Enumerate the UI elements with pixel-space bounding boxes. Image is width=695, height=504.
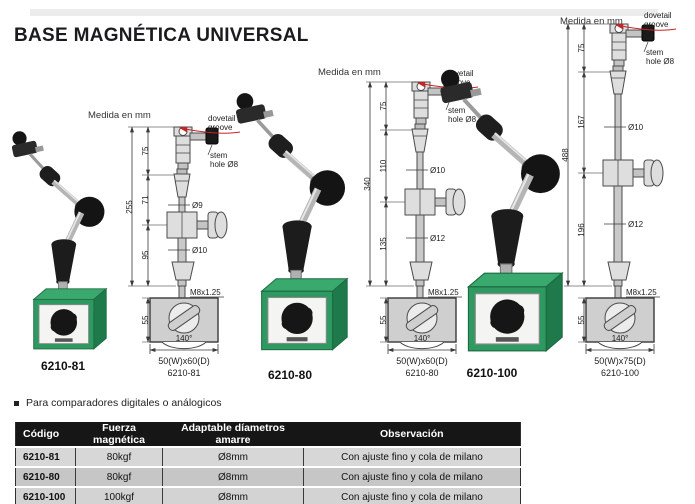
total-height-dim: 488 [561, 148, 570, 162]
header-adaptable: Adaptable díametros amarre [162, 422, 304, 447]
swivel-angle-label: 140° [176, 334, 193, 343]
total-height-dim: 340 [363, 177, 372, 191]
table-header-row: Código Fuerza magnética Adaptable díamet… [15, 422, 521, 447]
cell-fuerza: 80kgf [75, 466, 163, 487]
segment-dim-1: 75 [577, 43, 586, 52]
segment-dim-3: 95 [141, 250, 150, 259]
segment-dim-1: 75 [141, 146, 150, 155]
drawing-code-label: 6210-80 [405, 368, 438, 378]
application-note: Para comparadores digitales o análogicos [14, 397, 222, 409]
cell-observacion: Con ajuste fino y cola de milano [303, 446, 521, 467]
dimension-lines [367, 81, 457, 354]
segment-dim-2: 71 [141, 195, 150, 204]
units-label-2: Medida en mm [318, 67, 381, 78]
lower-rod-diameter: Ø10 [192, 246, 208, 255]
segment-dim-1: 75 [379, 101, 388, 110]
segment-dim-3: 135 [379, 237, 388, 251]
base-size-label: 50(W)x60(D) [158, 356, 210, 366]
bullet-square-icon [14, 400, 19, 406]
cell-codigo: 6210-80 [15, 466, 76, 487]
thread-label: M8x1.25 [428, 288, 459, 297]
header-observacion: Observación [303, 422, 521, 447]
product-code-label: 6210-100 [466, 366, 518, 380]
base-height-dim: 55 [577, 315, 586, 324]
product-photo-6210-80 [222, 70, 368, 358]
cell-codigo: 6210-81 [15, 446, 76, 467]
table-row: 6210-80 80kgf Ø8mm Con ajuste fino y col… [15, 466, 521, 487]
note-text: Para comparadores digitales o análogicos [26, 397, 222, 409]
base-height-dim: 55 [379, 315, 388, 324]
product-code-label: 6210-81 [40, 359, 86, 373]
drawing-code-label: 6210-100 [601, 368, 639, 378]
swivel-angle-label: 140° [414, 334, 431, 343]
upper-rod-diameter: Ø10 [430, 166, 446, 175]
units-label-3: Medida en mm [560, 16, 623, 27]
cell-codigo: 6210-100 [15, 486, 76, 504]
upper-rod-diameter: Ø10 [628, 123, 644, 132]
cell-adaptable: Ø8mm [162, 446, 304, 467]
lower-rod-diameter: Ø12 [628, 220, 644, 229]
base-height-dim: 55 [141, 315, 150, 324]
product-code-label: 6210-80 [267, 368, 313, 382]
table-row: 6210-100 100kgf Ø8mm Con ajuste fino y c… [15, 486, 521, 504]
product-photo-6210-81 [0, 126, 124, 356]
lower-rod-diameter: Ø12 [430, 234, 446, 243]
page-scan-band [30, 9, 658, 16]
cell-fuerza: 100kgf [75, 486, 163, 504]
spec-table-wrap: Código Fuerza magnética Adaptable díamet… [15, 422, 521, 504]
drawing-code-label: 6210-81 [167, 368, 200, 378]
dovetail-arrow [615, 23, 677, 31]
spec-table: Código Fuerza magnética Adaptable díamet… [15, 422, 521, 504]
upper-rod-diameter: Ø9 [192, 201, 203, 210]
cell-observacion: Con ajuste fino y cola de milano [303, 486, 521, 504]
segment-dim-3: 196 [577, 223, 586, 237]
segment-dim-2: 110 [379, 159, 388, 172]
thread-label: M8x1.25 [190, 288, 221, 297]
page-title: BASE MAGNÉTICA UNIVERSAL [14, 25, 309, 46]
base-size-label: 50(W)x60(D) [396, 356, 448, 366]
cell-adaptable: Ø8mm [162, 466, 304, 487]
total-height-dim: 255 [125, 200, 134, 214]
swivel-angle-label: 140° [612, 334, 629, 343]
base-size-label: 50(W)x75(D) [594, 356, 646, 366]
segment-dim-2: 167 [577, 115, 586, 129]
dimension-lines [129, 126, 219, 354]
header-codigo: Código [15, 422, 76, 447]
thread-label: M8x1.25 [626, 288, 657, 297]
table-row: 6210-81 80kgf Ø8mm Con ajuste fino y col… [15, 446, 521, 467]
cell-fuerza: 80kgf [75, 446, 163, 467]
cell-observacion: Con ajuste fino y cola de milano [303, 466, 521, 487]
units-label-1: Medida en mm [88, 110, 151, 121]
dovetail-arrow [179, 126, 241, 134]
cell-adaptable: Ø8mm [162, 486, 304, 504]
dimension-lines [565, 23, 655, 354]
header-fuerza: Fuerza magnética [75, 422, 163, 447]
